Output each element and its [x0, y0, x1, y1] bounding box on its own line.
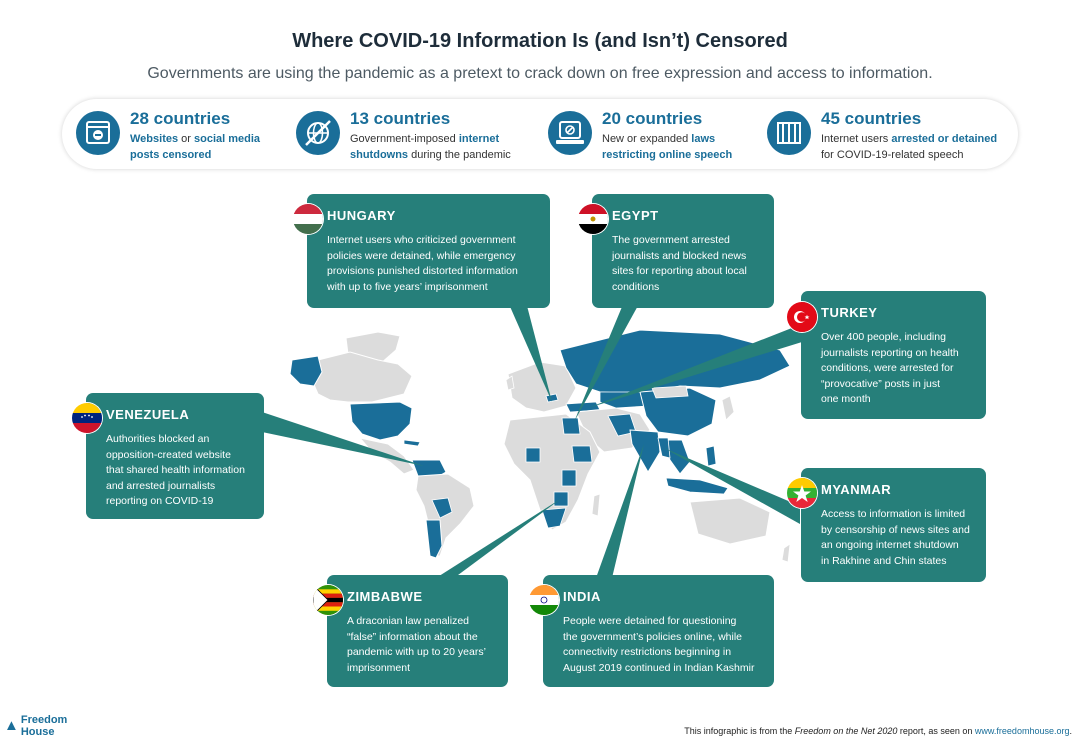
- pointer-hungary: [508, 302, 552, 402]
- map-zimbabwe: [553, 491, 569, 507]
- map-australia: [689, 497, 771, 545]
- stats-bar: 28 countries Websites or social media po…: [62, 99, 1018, 169]
- map-alaska: [289, 355, 323, 387]
- stat-count: 45 countries: [821, 109, 922, 128]
- pointer-myanmar: [664, 448, 800, 524]
- jail-bars-icon: [767, 111, 811, 155]
- map-cuba: [403, 439, 421, 447]
- callout-india: INDIA People were detained for questioni…: [543, 575, 774, 687]
- egypt-flag-icon: [578, 204, 608, 234]
- india-flag-icon: [529, 585, 559, 615]
- callout-country-name: INDIA: [563, 589, 601, 604]
- law-restriction-icon: [548, 111, 592, 155]
- pointer-zimbabwe: [436, 498, 562, 578]
- censored-website-icon: [76, 111, 120, 155]
- zimbabwe-flag-icon: [313, 585, 343, 615]
- callout-hungary: HUNGARY Internet users who criticized go…: [307, 194, 550, 308]
- pointer-venezuela: [262, 412, 424, 466]
- map-bolivia: [431, 497, 453, 519]
- map-madagascar: [591, 493, 601, 517]
- stat-count: 28 countries: [130, 109, 231, 128]
- map-japan: [721, 395, 735, 421]
- callout-country-name: VENEZUELA: [106, 407, 190, 422]
- pointer-india: [596, 444, 644, 578]
- torch-icon: ▲: [4, 717, 19, 734]
- map-russia: [559, 329, 791, 395]
- stat-description: Internet users arrested or detained for …: [821, 133, 998, 161]
- map-new-zealand: [781, 543, 791, 563]
- callout-zimbabwe: ZIMBABWE A draconian law penalized“false…: [327, 575, 508, 687]
- pointer-turkey: [588, 324, 802, 408]
- map-hungary: [545, 393, 559, 403]
- map-uk: [505, 375, 515, 391]
- callout-country-name: ZIMBABWE: [347, 589, 423, 604]
- map-usa: [349, 401, 413, 441]
- map-india: [629, 429, 661, 473]
- map-canada: [311, 351, 413, 403]
- footer-credit: This infographic is from the Freedom on …: [684, 726, 1072, 736]
- callout-country-name: EGYPT: [612, 208, 659, 223]
- map-ethiopia: [571, 445, 593, 463]
- stat-description: Government-imposed internet shutdowns du…: [350, 133, 511, 161]
- callout-text: A draconian law penalized“false” informa…: [347, 615, 486, 674]
- map-argentina: [425, 519, 443, 559]
- map-africa: [503, 413, 601, 531]
- myanmar-flag-icon: [787, 478, 817, 508]
- callout-country-name: HUNGARY: [327, 208, 396, 223]
- map-indonesia: [665, 477, 729, 495]
- stat-description: Websites or social media posts censored: [130, 133, 261, 161]
- internet-shutdown-globe-icon: [296, 111, 340, 155]
- callout-country-name: TURKEY: [821, 305, 878, 320]
- venezuela-flag-icon: [72, 403, 102, 433]
- stat-description: New or expanded laws restricting online …: [602, 133, 733, 161]
- stat-count: 13 countries: [350, 109, 451, 128]
- pointer-egypt: [574, 302, 640, 422]
- map-nigeria: [525, 447, 541, 463]
- map-europe: [507, 361, 577, 413]
- map-mongolia: [651, 385, 689, 399]
- hungary-flag-icon: [293, 204, 323, 234]
- map-egypt: [561, 417, 581, 435]
- callout-country-name: MYANMAR: [821, 482, 892, 497]
- callout-text: Internet users who criticized government…: [327, 234, 518, 293]
- map-philippines: [705, 445, 717, 467]
- page-title: Where COVID-19 Information Is (and Isn’t…: [292, 30, 788, 52]
- callout-myanmar: MYANMAR Access to information is limited…: [801, 468, 986, 582]
- map-china: [639, 387, 717, 437]
- map-tanzania: [561, 469, 577, 487]
- stat-count: 20 countries: [602, 109, 703, 128]
- page-subtitle: Governments are using the pandemic as a …: [147, 65, 933, 82]
- freedomhouse-link[interactable]: www.freedomhouse.org: [974, 726, 1070, 736]
- map-south-africa: [541, 507, 567, 529]
- turkey-flag-icon: [787, 302, 817, 332]
